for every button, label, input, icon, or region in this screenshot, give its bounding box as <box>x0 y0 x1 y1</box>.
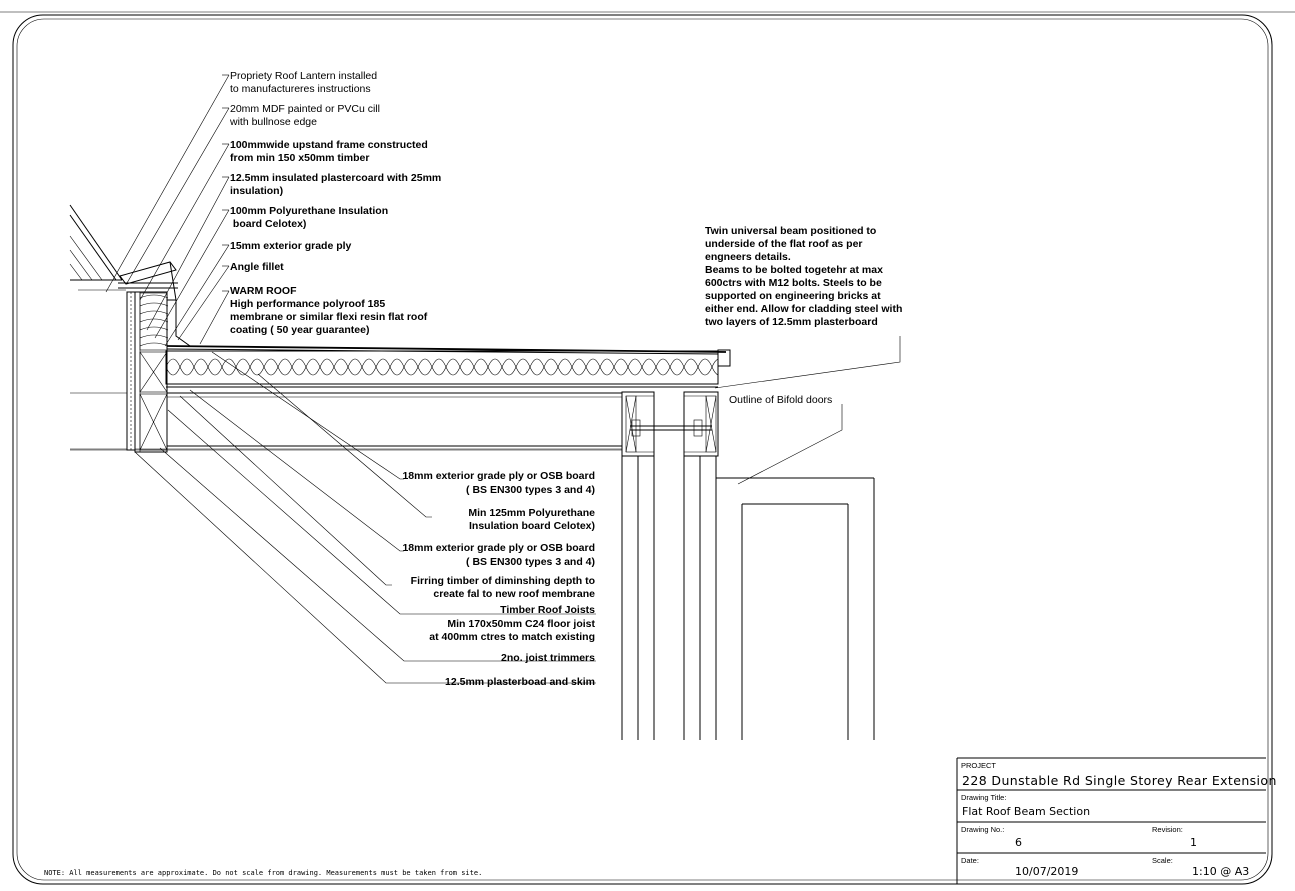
label-ply-osb-top: 18mm exterior grade ply or OSB board( BS… <box>402 470 595 496</box>
revision: 1 <box>1190 836 1197 849</box>
date: 10/07/2019 <box>1015 865 1078 878</box>
leader-lines <box>105 74 901 684</box>
bifold-door-outline <box>716 477 875 740</box>
flat-roof-buildup <box>70 345 731 451</box>
scale: 1:10 @ A3 <box>1192 865 1249 878</box>
label-joist-trimmers: 2no. joist trimmers <box>501 652 595 664</box>
label-ply-osb-bottom: 18mm exterior grade ply or OSB board( BS… <box>402 542 595 568</box>
upstand-wall <box>126 291 192 453</box>
date-label: Date: <box>961 856 979 865</box>
drawing-title: Flat Roof Beam Section <box>962 805 1090 818</box>
existing-pitched-roof <box>69 204 126 291</box>
drawing-no: 6 <box>1015 836 1022 849</box>
project-label: PROJECT <box>961 761 996 770</box>
title-block: PROJECT 228 Dunstable Rd Single Storey R… <box>956 757 1277 884</box>
label-twin-universal-beam: Twin universal beam positioned to unders… <box>705 225 905 328</box>
project-name: 228 Dunstable Rd Single Storey Rear Exte… <box>962 773 1277 788</box>
drawing-no-label: Drawing No.: <box>961 825 1004 834</box>
label-plasterboard-skim: 12.5mm plasterboad and skim <box>445 676 595 688</box>
label-exterior-ply: 15mm exterior grade ply <box>230 240 352 252</box>
label-angle-fillet: Angle fillet <box>230 261 284 273</box>
footer-note: NOTE: All measurements are approximate. … <box>44 869 482 877</box>
revision-label: Revision: <box>1152 825 1183 834</box>
label-bifold-doors: Outline of Bifold doors <box>729 394 832 406</box>
label-polyurethane-insulation: 100mm Polyurethane Insulation board Celo… <box>230 205 388 230</box>
beam-note: Twin universal beam positioned to unders… <box>705 225 905 406</box>
twin-steel-beams <box>621 391 719 740</box>
drawing-title-label: Drawing Title: <box>961 793 1006 802</box>
annotations-lower: 18mm exterior grade ply or OSB board( BS… <box>402 470 595 688</box>
sheet-border <box>0 11 1295 885</box>
scale-label: Scale: <box>1152 856 1173 865</box>
